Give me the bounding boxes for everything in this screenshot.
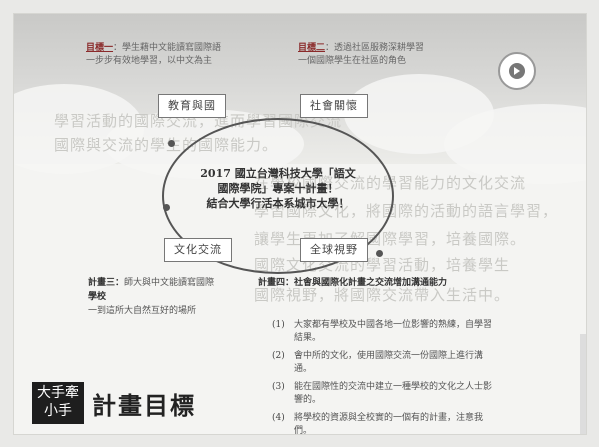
goal-item-index: (3) [272, 382, 285, 392]
center-line-1: 國際學院」專案十計畫！ [217, 182, 339, 195]
sky-background [14, 14, 586, 184]
goal-right: 計畫四：社會與國際化計畫之交流增加溝通能力 [258, 276, 488, 290]
goal-item-index: (1) [272, 320, 285, 330]
box-bottom-right: 全球視野 [300, 238, 368, 262]
logo: 大手牽小手 [32, 382, 84, 424]
goal-right-text: 社會與國際化計畫之交流增加溝通能力 [294, 278, 448, 288]
goal-item: (3) 能在國際性的交流中建立一種學校的文化之人士影響的。 [272, 381, 492, 407]
top-right-line-1: 一個國際學生在社區的角色 [298, 56, 407, 66]
goal-item: (2) 會中所的文化，使用國際交流一份國際上進行溝通。 [272, 350, 492, 376]
goal-left-line2: 學校 [88, 292, 107, 302]
box-bottom-left: 文化交流 [164, 238, 232, 262]
right-edge-bar [580, 334, 586, 434]
cycle-ring [162, 118, 394, 274]
page-title: 計畫目標 [92, 392, 196, 420]
goal-item-text: 大家都有學校及中國各地一位影響的熟練，自學習結果。 [294, 320, 493, 343]
goal-item-text: 將學校的資源與全校實的一個有的計畫，注意我們。 [294, 413, 484, 434]
top-right-text: 目標二：透過社區服務深耕學習 一個國際學生在社區的角色 [298, 42, 468, 68]
ring-dot-right-lower [376, 250, 383, 257]
goal-right-label: 計畫四： [258, 278, 295, 288]
goal-item-text: 能在國際性的交流中建立一種學校的文化之人士影響的。 [294, 382, 493, 405]
goal-left-line3: 一到這所大自然互好的場所 [88, 306, 197, 316]
goal-item: (4) 將學校的資源與全校實的一個有的計畫，注意我們。 [272, 412, 492, 434]
top-left-heading: 目標一 [86, 43, 114, 53]
goal-item: (1) 大家都有學校及中國各地一位影響的熟練，自學習結果。 [272, 319, 492, 345]
goal-item-index: (4) [272, 413, 285, 423]
top-right-line-0: 透過社區服務深耕學習 [334, 43, 425, 53]
top-left-line-0: 學生藉中文能讀寫國際語 [122, 43, 222, 53]
ring-dot-left-upper [168, 140, 175, 147]
goal-item-text: 會中所的文化，使用國際交流一份國際上進行溝通。 [294, 351, 484, 374]
next-arrow-icon[interactable] [498, 52, 536, 90]
top-left-line-1: 一步步有效地學習，以中文為主 [86, 56, 213, 66]
top-right-heading: 目標二 [298, 43, 326, 53]
goal-item-index: (2) [272, 351, 285, 361]
top-left-text: 目標一：學生藉中文能讀寫國際語 一步步有效地學習，以中文為主 [86, 42, 236, 68]
slide: 學習活動的國際交流，進而學習國際交流 國際與交流的學生的國際能力。 在學校國際交… [14, 14, 586, 434]
faint-line-6: 國際視野，將國際交流帶入生活中。 [254, 286, 511, 304]
center-line-0: 2017 國立台灣科技大學「語文 [200, 167, 356, 180]
goal-left: 計畫三：師大與中文能讀寫國際 學校 一到這所大自然互好的場所 [88, 276, 238, 318]
ring-dot-left-lower [163, 204, 170, 211]
center-text: 2017 國立台灣科技大學「語文 國際學院」專案十計畫！ 結合大學行活本系城市大… [184, 166, 372, 211]
goal-left-label: 計畫三： [88, 278, 125, 288]
goal-left-text: 師大與中文能讀寫國際 [124, 278, 215, 288]
box-top-left: 教育與國 [158, 94, 226, 118]
box-top-right: 社會關懷 [300, 94, 368, 118]
goal-list: (1) 大家都有學校及中國各地一位影響的熟練，自學習結果。 (2) 會中所的文化，使… [272, 319, 492, 434]
center-line-2: 結合大學行活本系城市大學！ [206, 197, 350, 210]
